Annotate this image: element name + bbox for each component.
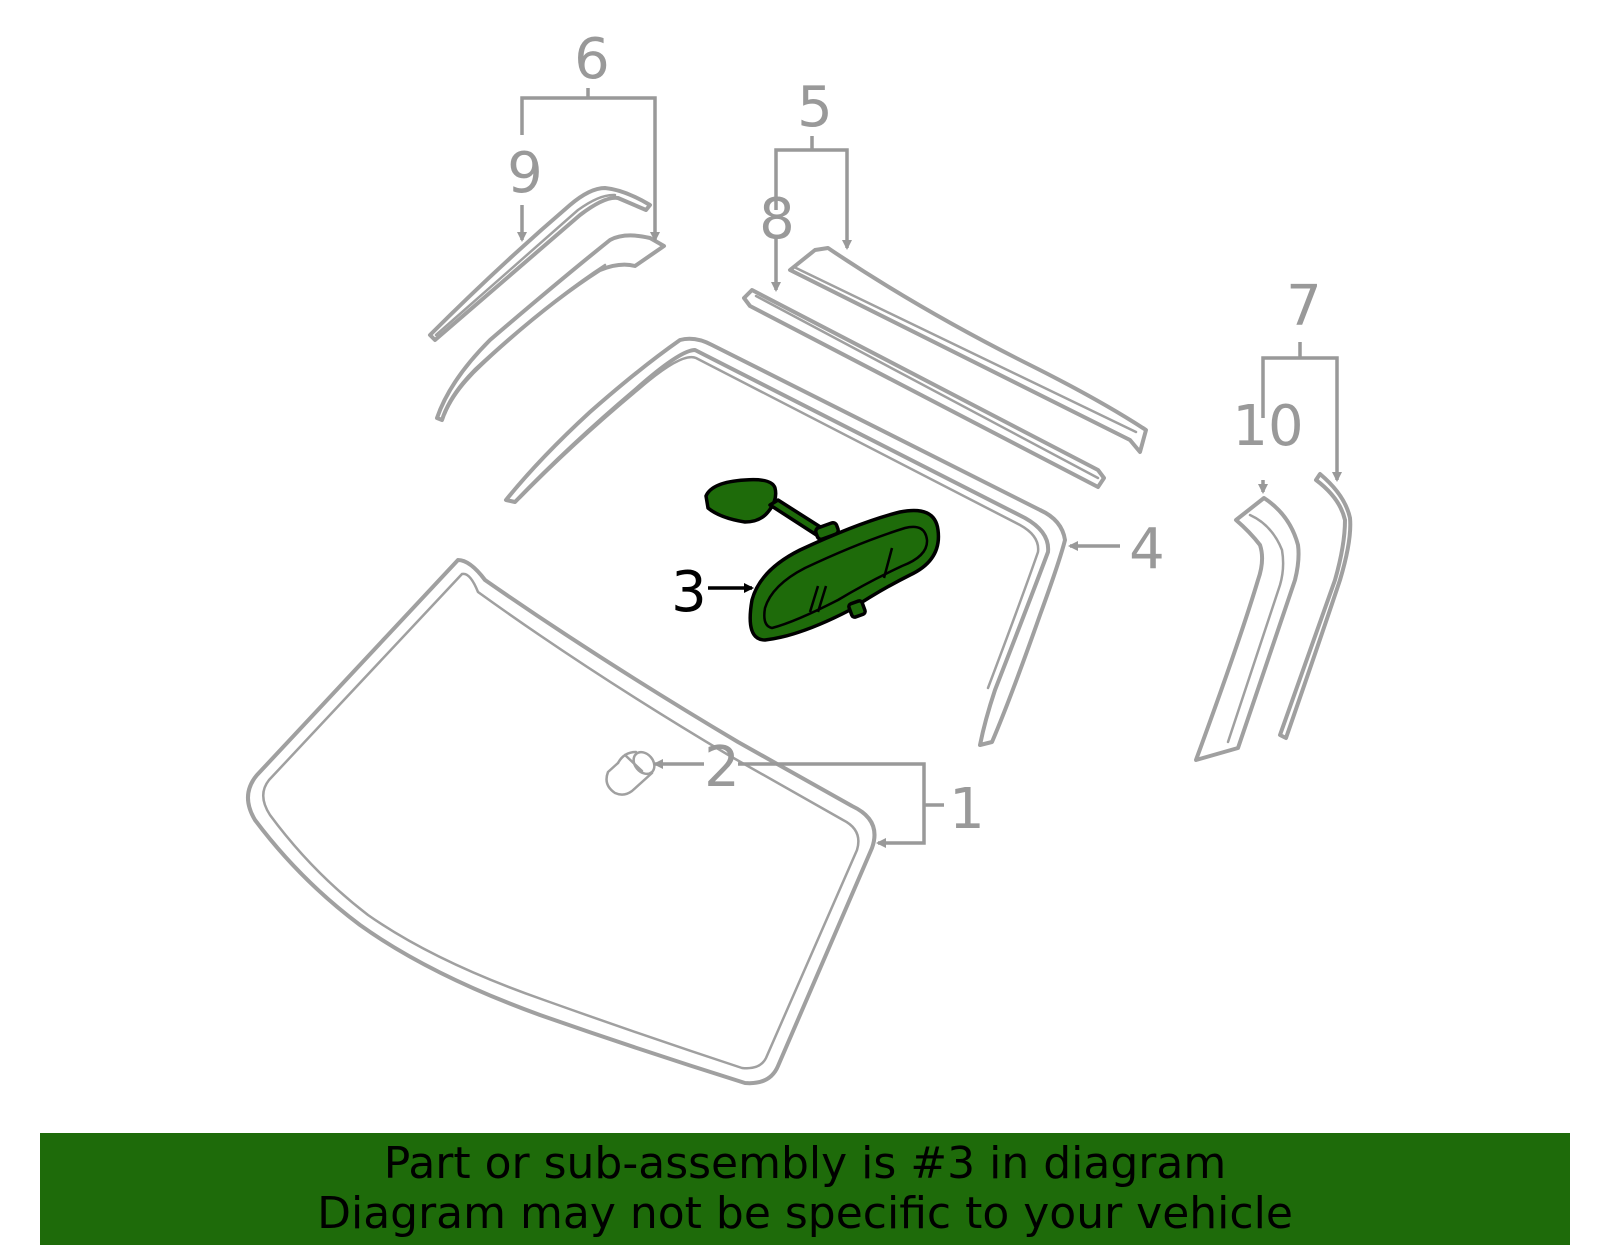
leader-lines [517,88,1342,848]
rear-view-mirror-part-3 [704,477,941,642]
callout-10: 10 [1232,394,1303,459]
a-pillar-inner-part-10 [1194,496,1301,762]
banner-line-part: Part or sub-assembly is #3 in diagram [383,1138,1227,1189]
info-banner: Part or sub-assembly is #3 in diagram Di… [40,1133,1570,1245]
callout-5: 5 [797,75,833,140]
roof-moulding-part-5 [788,246,1148,454]
windshield-moulding-part-4 [504,336,1067,747]
pillar-strip-part-9 [428,186,652,342]
callout-9: 9 [507,141,543,206]
callout-6: 6 [574,27,610,92]
pillar-garnish-part-6 [435,233,666,422]
callout-1: 1 [949,777,985,842]
roof-weatherstrip-part-8 [742,288,1106,489]
sensor-part-2 [605,750,656,796]
callout-3: 3 [671,560,707,625]
callout-4: 4 [1129,517,1165,582]
windshield-part-1 [246,558,877,1086]
a-pillar-strip-part-7 [1278,472,1353,740]
callout-2: 2 [704,735,740,800]
banner-line-disclaimer: Diagram may not be specific to your vehi… [317,1188,1293,1239]
callout-7: 7 [1286,274,1322,339]
callout-8: 8 [759,187,795,252]
